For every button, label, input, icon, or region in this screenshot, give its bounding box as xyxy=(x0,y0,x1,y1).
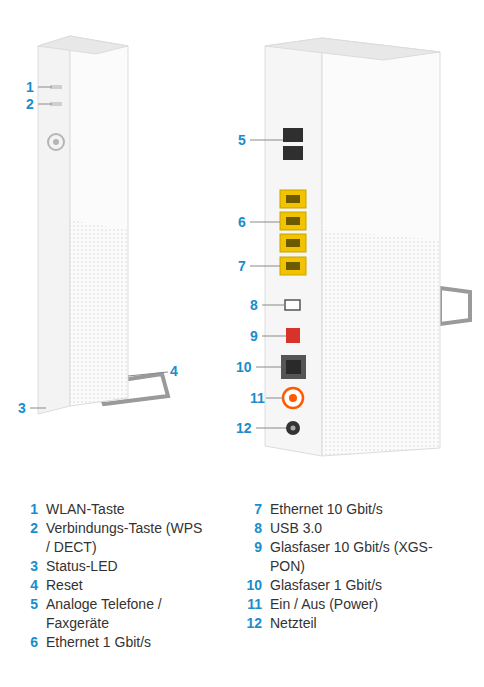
side-face xyxy=(70,36,128,406)
top-face xyxy=(265,38,440,60)
power-button xyxy=(283,388,303,408)
leader-line xyxy=(256,428,286,429)
list-number: 4 xyxy=(18,576,38,595)
list-number: 7 xyxy=(240,500,262,519)
leader-line xyxy=(266,398,283,399)
callout-number: 3 xyxy=(18,399,26,418)
power-button xyxy=(289,394,297,402)
list-text: Analoge Telefone / Faxgeräte xyxy=(46,595,206,633)
list-text: Ein / Aus (Power) xyxy=(270,595,435,614)
list-number: 2 xyxy=(18,519,38,538)
port-socket xyxy=(286,195,300,203)
callout-number: 11 xyxy=(250,389,265,408)
ethernet-port xyxy=(280,212,306,230)
list-number: 9 xyxy=(240,538,262,557)
leader-line xyxy=(38,87,52,88)
phone-port xyxy=(283,128,303,142)
leader-line xyxy=(128,372,168,376)
port-socket xyxy=(286,239,300,247)
top-face xyxy=(38,36,128,54)
ethernet-port xyxy=(280,234,306,252)
fiber-port xyxy=(281,355,306,379)
callout-number: 8 xyxy=(250,296,258,315)
callout-number: 10 xyxy=(236,358,252,377)
list-text: Ethernet 10 Gbit/s xyxy=(270,500,435,519)
list-number: 3 xyxy=(18,557,38,576)
list-text: Verbindungs-Taste (WPS / DECT) xyxy=(46,519,206,557)
stand xyxy=(440,288,470,324)
logo xyxy=(53,139,59,145)
phone-port xyxy=(283,146,303,160)
leader-line xyxy=(262,336,286,337)
leader-line xyxy=(30,408,46,409)
leader-line xyxy=(250,266,280,267)
list-text: USB 3.0 xyxy=(270,519,435,538)
list-text: Glasfaser 1 Gbit/s xyxy=(270,576,435,595)
leader-line xyxy=(256,367,281,368)
list-number: 8 xyxy=(240,519,262,538)
dot-texture xyxy=(322,230,440,456)
callout-number: 2 xyxy=(26,95,34,114)
port-socket xyxy=(286,217,300,225)
callout-number: 7 xyxy=(238,257,246,276)
ethernet-port xyxy=(280,257,306,275)
front-face xyxy=(38,36,70,414)
callout-number: 12 xyxy=(236,419,252,438)
list-number: 5 xyxy=(18,595,38,614)
side-face xyxy=(322,38,440,456)
callout-number: 9 xyxy=(250,327,258,346)
power-socket xyxy=(291,426,296,431)
leader-line xyxy=(38,104,52,105)
power-socket xyxy=(286,421,300,435)
leader-line xyxy=(250,222,280,223)
leader-line xyxy=(262,305,285,306)
fiber-port-xgs xyxy=(286,328,300,343)
usb-port xyxy=(285,300,300,310)
list-number: 6 xyxy=(18,633,38,652)
list-text: WLAN-Taste xyxy=(46,500,206,519)
back-face xyxy=(265,38,322,456)
port-socket xyxy=(286,360,301,374)
callout-number: 4 xyxy=(170,362,178,381)
list-number: 10 xyxy=(240,576,262,595)
ethernet-port xyxy=(280,190,306,208)
callout-number: 6 xyxy=(238,213,246,232)
list-number: 1 xyxy=(18,500,38,519)
port-socket xyxy=(286,262,300,270)
list-text: Ethernet 1 Gbit/s xyxy=(46,633,206,652)
dot-texture xyxy=(70,220,128,406)
list-number: 11 xyxy=(240,595,262,614)
list-number: 12 xyxy=(240,614,262,633)
callout-number: 5 xyxy=(238,131,246,150)
list-text: Glasfaser 10 Gbit/s (XGS-PON) xyxy=(270,538,435,576)
logo xyxy=(48,134,64,150)
callout-number: 1 xyxy=(26,78,34,97)
leader-lines xyxy=(30,87,286,428)
list-text: Netzteil xyxy=(270,614,435,633)
list-text: Status-LED xyxy=(46,557,206,576)
leader-line xyxy=(250,140,283,141)
list-text: Reset xyxy=(46,576,206,595)
